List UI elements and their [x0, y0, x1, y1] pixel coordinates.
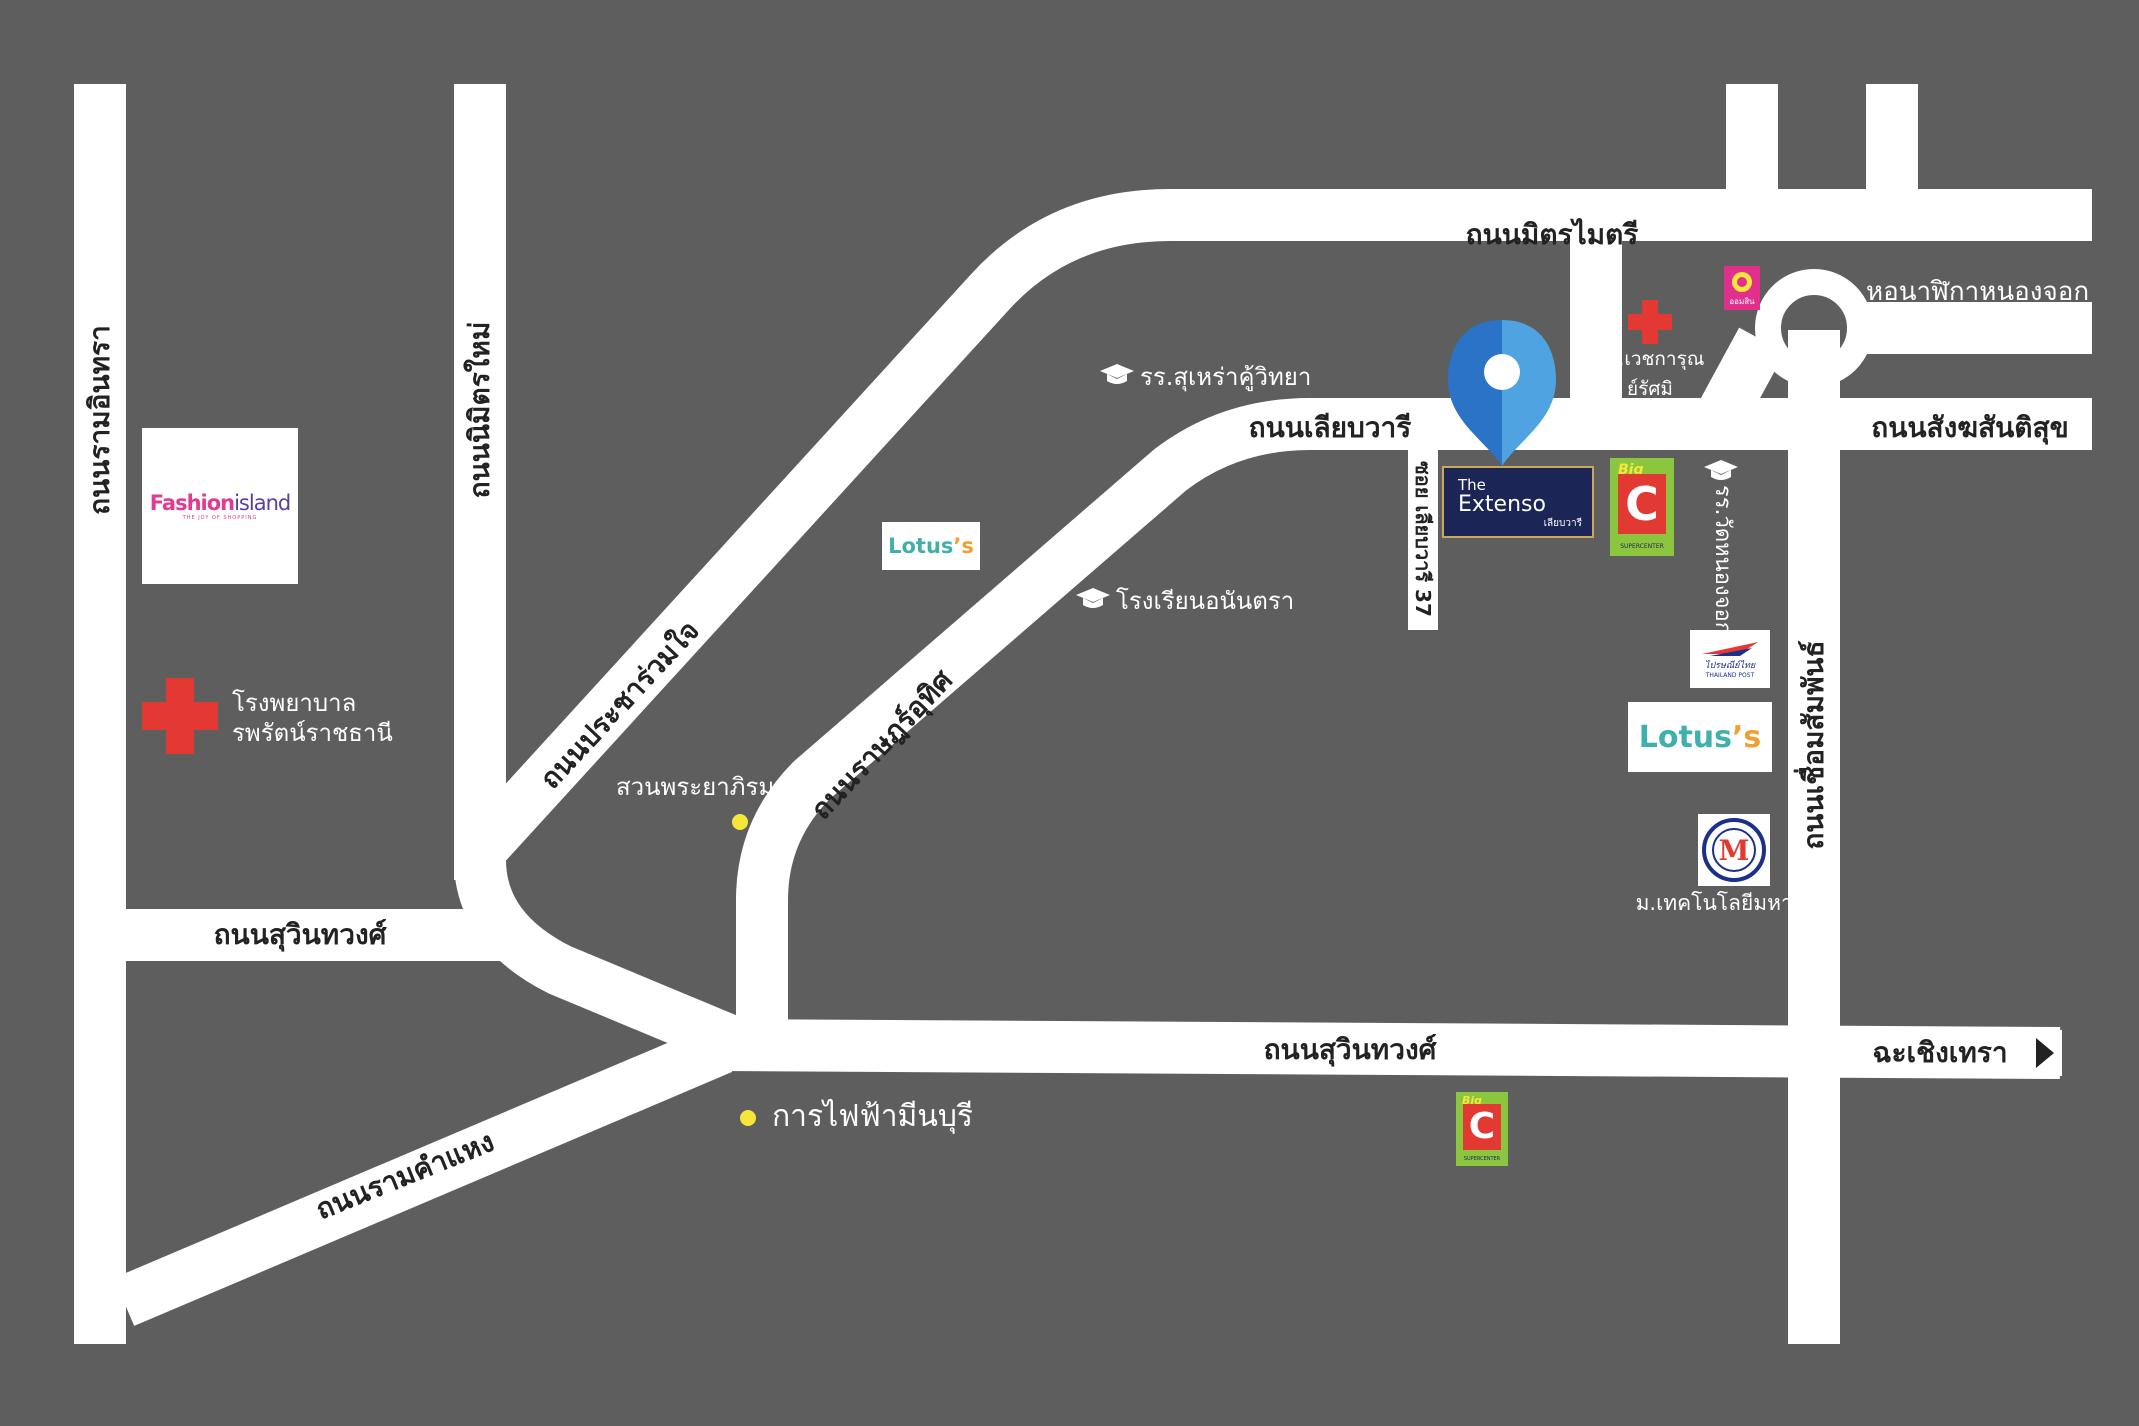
gsb-bank-logo: ออมสิน [1724, 266, 1760, 310]
hospital-cross-icon [142, 678, 218, 754]
svg-text:M: M [1719, 834, 1750, 867]
mahanakorn-uni-logo: M [1698, 814, 1770, 886]
road-label-suwinthawong-main: ถนนสุวินทวงศ์ [1263, 1033, 1437, 1066]
hospital-left-line2: รพรัตน์ราชธานี [232, 719, 393, 747]
hospital-left-label: โรงพยาบาล รพรัตน์ราชธานี [232, 688, 393, 748]
suan-phraya-dot-icon [732, 814, 748, 830]
road-label-chuam-samphan: ถนนเชื่อมสัมพันธ์ [1797, 640, 1830, 850]
thailand-post-wing-icon [1702, 641, 1758, 656]
road-rat-burana-uthit [736, 398, 2092, 1035]
lotus-right-logo: Lotus’s [1628, 702, 1772, 772]
min-buri-electric-dot-icon [740, 1110, 756, 1126]
hospital-right-line2: ย์รัศมิ [1627, 378, 1673, 401]
suan-phraya-label: สวนพระยาภิรมย์ [616, 773, 789, 801]
chachoengsao-sign-bg [1856, 1030, 2062, 1076]
road-label-ram-inthra: ถนนรามอินทรา [83, 325, 116, 515]
bigc-top-letter-icon: C [1618, 474, 1666, 534]
road-label-chachoengsao: ฉะเชิงเทรา [1872, 1036, 2008, 1069]
hospital-left-line1: โรงพยาบาล [232, 689, 357, 717]
extenso-sub: เลียบวารี [1543, 518, 1582, 529]
school-suhra-label: รร.สุเหร่าคู้วิทยา [1140, 363, 1312, 391]
road-clock-tower-diagonal [1701, 327, 1785, 423]
bigc-bottom-brand: Big [1462, 1094, 1483, 1107]
bigc-bottom-sub: SUPERCENTER [1463, 1156, 1501, 1162]
road-label-soi-liap-wari-37: ซอย เลียบวารี 37 [1411, 461, 1435, 617]
fashion-island-tagline: THE JOY OF SHOPPING [182, 515, 258, 521]
road-network [74, 84, 2092, 1344]
fashion-island-brand-part1: Fashion [149, 491, 235, 515]
roundabout [1755, 269, 1873, 387]
school-anantra-label: โรงเรียนอนันตรา [1116, 587, 1295, 615]
road-label-sangkhasantisuk: ถนนสังฆสันติสุข [1871, 411, 2069, 444]
hospital-right-line1: รพ.เวชการุณ [1595, 348, 1705, 370]
lotus-left-text: Lotus [888, 534, 954, 558]
soi-liap-wari-37 [1408, 448, 1438, 630]
lotus-right-suffix: ’s [1732, 719, 1762, 755]
lotus-right-text: Lotus [1638, 719, 1732, 755]
extenso-line2: Extenso [1458, 492, 1546, 517]
lotus-left-suffix: ’s [953, 534, 974, 558]
road-label-mit-mai: ถนนนิมิตรใหม่ [463, 321, 496, 499]
extenso-logo: The Extenso เลียบวารี [1442, 466, 1594, 538]
road-label-liap-wari: ถนนเลียบวารี [1248, 411, 1412, 444]
thailand-post-line1: ไปรษณีย์ไทย [1704, 660, 1756, 671]
bigc-top-logo: Big C SUPERCENTER [1610, 458, 1674, 556]
fashion-island-brand-part2: island [234, 491, 291, 515]
location-pin-icon [1448, 320, 1556, 466]
extenso-line1: The [1458, 476, 1486, 494]
road-label-suwinthawong-left: ถนนสุวินทวงศ์ [213, 918, 387, 951]
lotus-left-logo: Lotus’s [882, 522, 980, 570]
school-cap-icon [1100, 364, 1134, 384]
mahanakorn-uni-label: ม.เทคโนโลยีมหานคร [1635, 891, 1833, 915]
bigc-top-sub: SUPERCENTER [1620, 543, 1664, 550]
bigc-bottom-letter-icon: C [1463, 1104, 1501, 1150]
road-pracha-ruamjai [465, 189, 2092, 863]
fashion-island-logo: Fashionisland THE JOY OF SHOPPING [142, 428, 298, 584]
chachoengsao-arrow-icon [2036, 1038, 2054, 1068]
min-buri-electric-label: การไฟฟ้ามีนบุรี [772, 1099, 973, 1134]
hospital-right-label: รพ.เวชการุณ ย์รัศมิ [1596, 344, 1705, 405]
thailand-post-line2: THAILAND POST [1705, 671, 1755, 679]
road-label-mit-maitri: ถนนมิตรไมตรี [1465, 218, 1639, 251]
mahanakorn-seal-icon: M [1702, 818, 1766, 882]
gsb-bank-label: ออมสิน [1729, 297, 1755, 306]
clock-tower-label: หอนาฬิกาหนองจอก [1866, 277, 2090, 307]
school-cap-icon [1076, 588, 1110, 608]
school-wat-nong-chok-label: รร.วัดหนองจอก [1709, 484, 1735, 636]
bigc-bottom-logo: Big C SUPERCENTER [1456, 1092, 1508, 1166]
gsb-bank-emblem-icon [1732, 272, 1752, 292]
school-cap-icon [1704, 460, 1738, 480]
thailand-post-logo: ไปรษณีย์ไทย THAILAND POST [1690, 630, 1770, 688]
hospital-right-cross-icon [1628, 300, 1672, 344]
road-ramkhamhaeng [113, 1024, 733, 1326]
